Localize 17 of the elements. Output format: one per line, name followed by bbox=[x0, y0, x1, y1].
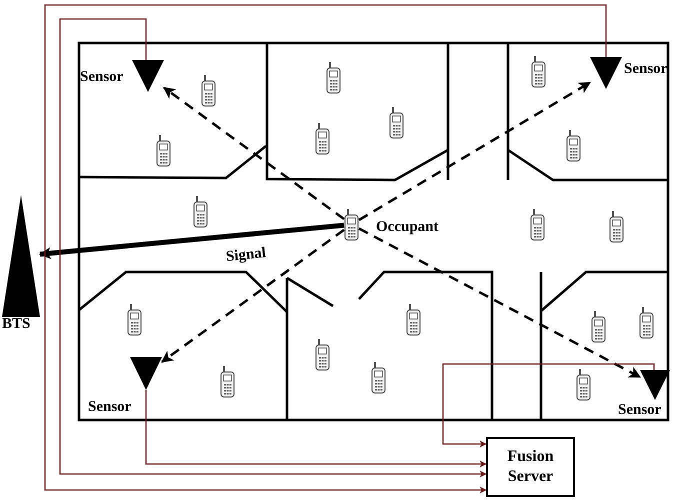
node-label: Sensor bbox=[80, 70, 124, 85]
connector-arrow bbox=[59, 18, 487, 478]
connector-arrow bbox=[145, 390, 487, 468]
dashed-arrow bbox=[358, 227, 642, 378]
node-label: Sensor bbox=[618, 403, 662, 418]
server-box: Fusion Server bbox=[486, 437, 575, 497]
dashed-arrow bbox=[358, 81, 592, 222]
node-label: Occupant bbox=[376, 220, 439, 235]
node-label: Sensor bbox=[624, 62, 668, 77]
dashed-arrow bbox=[161, 228, 345, 363]
dashed-arrow bbox=[163, 86, 345, 220]
node-label: Sensor bbox=[88, 400, 132, 415]
connector-arrow bbox=[442, 363, 655, 448]
edge-label: Signal bbox=[226, 246, 268, 265]
signal-arrow bbox=[38, 222, 344, 260]
node-label: BTS bbox=[2, 317, 30, 332]
connector-arrow bbox=[44, 4, 607, 494]
